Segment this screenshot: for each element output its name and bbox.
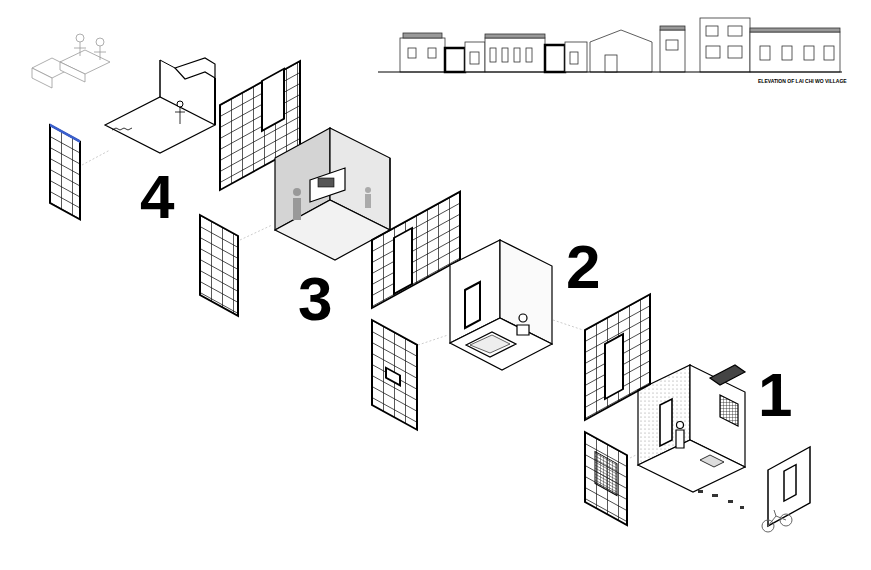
- open-module-frame: [105, 58, 215, 153]
- end-wall: [768, 447, 810, 526]
- bathroom-module: [450, 240, 552, 370]
- wall-panel: [372, 320, 417, 430]
- wall-panel: [585, 432, 627, 525]
- wall-panel: [200, 215, 238, 316]
- wall-panel: [50, 125, 80, 220]
- bicycle: [762, 510, 792, 532]
- module-number: 1: [758, 364, 792, 426]
- module-number: 2: [566, 236, 600, 298]
- ground-items: [698, 490, 744, 509]
- village-elevation: [378, 18, 842, 72]
- elevation-title: ELEVATION OF LAI CHI WO VILLAGE: [758, 79, 847, 84]
- furniture-sketch: [32, 34, 110, 88]
- living-module: [638, 365, 745, 492]
- module-number: 3: [298, 268, 332, 330]
- alignment-line: [82, 150, 636, 458]
- module-number: 4: [140, 166, 174, 228]
- wall-panel: [372, 192, 460, 308]
